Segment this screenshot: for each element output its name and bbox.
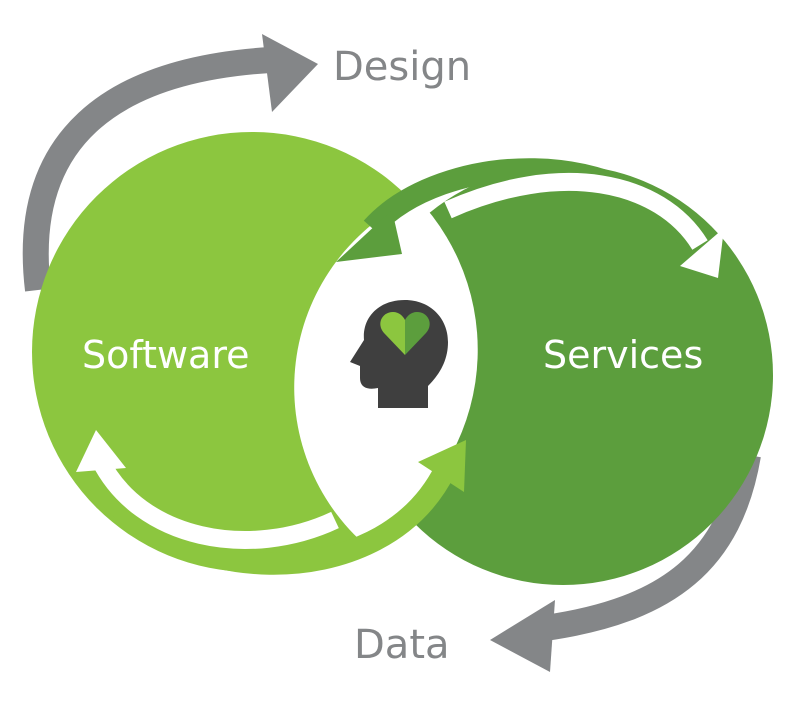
design-arrowhead	[262, 34, 318, 112]
data-arrowhead	[490, 600, 555, 672]
head-with-heart-icon	[350, 300, 448, 408]
software-inner-arrow	[91, 455, 339, 549]
data-arrow	[543, 452, 761, 641]
services-label: Services	[543, 333, 703, 377]
services-inner-arrowhead	[680, 228, 724, 278]
services-inner-arrow	[444, 172, 708, 250]
software-inner-arrowhead	[76, 430, 126, 472]
heart-left-half	[380, 312, 405, 355]
software-label: Software	[82, 333, 250, 377]
services-top-arrowhead-left	[336, 210, 402, 262]
design-arrow	[22, 47, 271, 292]
software-bottom-arrow	[80, 464, 455, 575]
software-bottom-arrowhead	[418, 440, 466, 492]
heart-right-half	[405, 312, 430, 355]
design-label: Design	[333, 44, 471, 90]
data-label: Data	[354, 622, 450, 668]
